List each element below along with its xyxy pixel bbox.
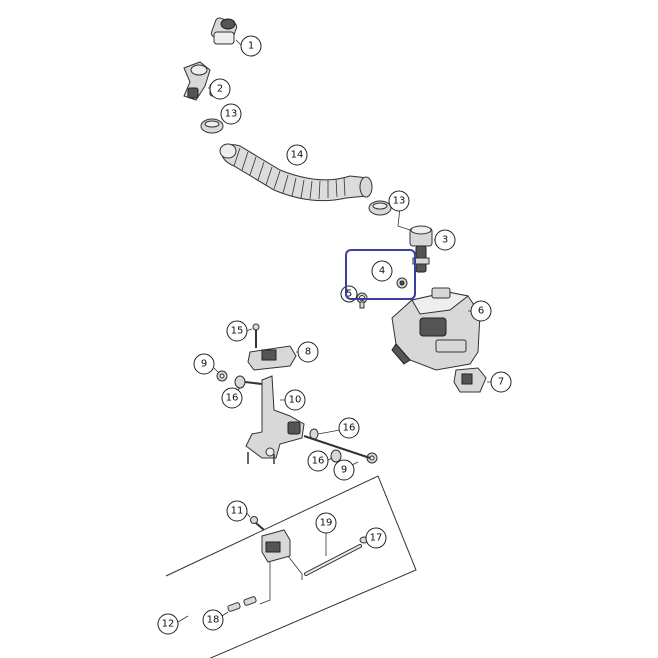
svg-text:13: 13 xyxy=(225,109,238,120)
callout-2[interactable]: 2 xyxy=(209,78,231,100)
part-5-bolt[interactable] xyxy=(356,292,368,309)
svg-text:5: 5 xyxy=(346,289,352,300)
svg-text:9: 9 xyxy=(201,359,207,370)
svg-text:1: 1 xyxy=(248,41,254,52)
callout-9-lower[interactable]: 9 xyxy=(333,459,355,481)
callout-17[interactable]: 17 xyxy=(365,527,387,549)
part-10-frame-bracket[interactable] xyxy=(245,375,305,464)
svg-text:19: 19 xyxy=(320,518,333,529)
svg-text:14: 14 xyxy=(291,150,304,161)
part-7-clip[interactable] xyxy=(453,367,487,393)
callout-4[interactable]: 4 xyxy=(371,260,393,282)
part-18-sleeve[interactable] xyxy=(227,596,257,612)
svg-text:7: 7 xyxy=(498,377,504,388)
svg-text:16: 16 xyxy=(312,456,325,467)
callout-3[interactable]: 3 xyxy=(434,229,456,251)
part-4-plug[interactable] xyxy=(396,277,408,289)
svg-text:15: 15 xyxy=(231,326,244,337)
part-9-nut-upper[interactable] xyxy=(216,370,228,382)
svg-text:10: 10 xyxy=(289,395,302,406)
callout-13-lower[interactable]: 13 xyxy=(388,190,410,212)
part-8-bracket[interactable] xyxy=(247,345,297,371)
callout-15[interactable]: 15 xyxy=(226,320,248,342)
svg-text:9: 9 xyxy=(341,465,347,476)
part-13-ring-lower[interactable] xyxy=(368,200,392,216)
svg-text:17: 17 xyxy=(370,533,383,544)
part-11-screw[interactable] xyxy=(250,516,265,531)
part-13-ring-upper[interactable] xyxy=(200,118,224,134)
part-15-screw[interactable] xyxy=(252,323,260,348)
part-16-washer-lower[interactable] xyxy=(330,449,342,463)
selection-highlight-box xyxy=(345,249,416,300)
callout-13-upper[interactable]: 13 xyxy=(220,103,242,125)
callout-10[interactable]: 10 xyxy=(284,389,306,411)
svg-text:12: 12 xyxy=(162,619,175,630)
part-16-washer-right[interactable] xyxy=(309,428,341,440)
callout-16-lower[interactable]: 16 xyxy=(307,450,329,472)
svg-text:13: 13 xyxy=(393,196,406,207)
svg-text:3: 3 xyxy=(442,235,448,246)
part-16-washer-upper[interactable] xyxy=(234,375,263,389)
svg-text:8: 8 xyxy=(305,347,311,358)
svg-text:16: 16 xyxy=(343,423,356,434)
part-1-cap[interactable] xyxy=(210,17,238,45)
part-3-valve[interactable] xyxy=(397,204,433,273)
part-6-housing[interactable] xyxy=(391,287,481,371)
svg-text:11: 11 xyxy=(231,506,244,517)
part-14-corrugated-hose[interactable] xyxy=(219,143,373,202)
part-19-rod[interactable] xyxy=(304,544,362,576)
callout-12[interactable]: 12 xyxy=(157,613,179,635)
kit-sensor-block[interactable] xyxy=(259,529,303,605)
callout-7[interactable]: 7 xyxy=(490,371,512,393)
callout-16-upper[interactable]: 16 xyxy=(221,387,243,409)
svg-text:18: 18 xyxy=(207,615,220,626)
svg-text:16: 16 xyxy=(226,393,239,404)
callout-9-upper[interactable]: 9 xyxy=(193,353,215,375)
svg-text:2: 2 xyxy=(217,84,223,95)
callout-14[interactable]: 14 xyxy=(286,144,308,166)
callout-6[interactable]: 6 xyxy=(470,300,492,322)
callout-18[interactable]: 18 xyxy=(202,609,224,631)
callout-8[interactable]: 8 xyxy=(297,341,319,363)
callout-19[interactable]: 19 xyxy=(315,512,337,534)
svg-text:6: 6 xyxy=(478,306,484,317)
callout-1[interactable]: 1 xyxy=(240,35,262,57)
part-12-kit-frame xyxy=(165,475,417,658)
svg-text:4: 4 xyxy=(379,266,385,277)
callout-11[interactable]: 11 xyxy=(226,500,248,522)
callout-16-right[interactable]: 16 xyxy=(338,417,360,439)
